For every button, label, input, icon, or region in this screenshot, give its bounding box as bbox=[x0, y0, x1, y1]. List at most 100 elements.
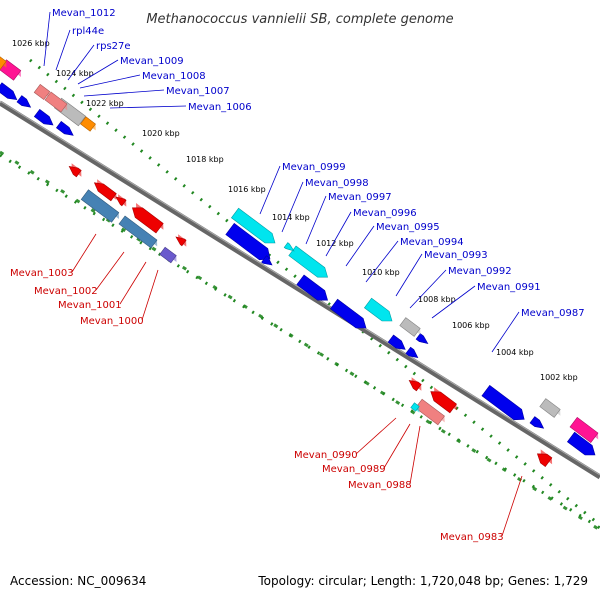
scale-tick-label: 1020 kbp bbox=[142, 129, 180, 138]
gene-block bbox=[363, 297, 393, 322]
outer-tick-track bbox=[29, 58, 600, 527]
gene-block bbox=[566, 431, 596, 456]
forward-leader bbox=[77, 59, 119, 85]
forward-leader bbox=[431, 285, 476, 319]
gene-block bbox=[399, 317, 421, 337]
reverse-leader bbox=[383, 423, 411, 469]
gene-block bbox=[283, 242, 295, 252]
map-title: Methanococcus vannielii SB, complete gen… bbox=[146, 12, 453, 27]
gene-block bbox=[118, 215, 158, 249]
backbone-line bbox=[0, 100, 600, 480]
reverse-leader bbox=[501, 475, 523, 537]
reverse-gene-label: Mevan_1003 bbox=[10, 268, 74, 279]
scale-tick-label: 1014 kbp bbox=[272, 213, 310, 222]
forward-leader bbox=[395, 253, 423, 297]
forward-gene-label: Mevan_0992 bbox=[448, 266, 512, 277]
gene-block bbox=[296, 274, 329, 301]
scale-tick-label: 1004 kbp bbox=[496, 348, 534, 357]
reverse-gene-label: Mevan_1002 bbox=[34, 286, 98, 297]
forward-gene-label: Mevan_0995 bbox=[376, 222, 440, 233]
forward-gene-label: Mevan_1006 bbox=[188, 102, 252, 113]
gene-block bbox=[261, 255, 273, 266]
gene-block bbox=[33, 83, 51, 101]
scale-ticks: 1026 kbp 1024 kbp 1022 kbp 1020 kbp 1018 kbp… bbox=[12, 39, 578, 382]
gene-block bbox=[0, 56, 7, 70]
forward-gene-label: Mevan_1012 bbox=[52, 8, 116, 19]
scale-tick-label: 1002 kbp bbox=[540, 373, 578, 382]
scale-tick-label: 1010 kbp bbox=[362, 268, 400, 277]
gene-block bbox=[529, 416, 545, 429]
gene-block bbox=[44, 91, 68, 113]
forward-gene-label: Mevan_0996 bbox=[353, 208, 417, 219]
gene-block bbox=[539, 398, 561, 418]
gene-block bbox=[387, 334, 406, 350]
gene-block bbox=[175, 234, 187, 247]
gene-block bbox=[481, 384, 525, 421]
forward-leader bbox=[259, 165, 281, 215]
forward-leader bbox=[305, 195, 327, 245]
gene-block bbox=[329, 298, 367, 329]
forward-gene-label: Mevan_0987 bbox=[521, 308, 585, 319]
forward-gene-label: Mevan_1009 bbox=[120, 56, 184, 67]
gene-block bbox=[415, 333, 429, 345]
inner-tick-track bbox=[0, 153, 600, 530]
forward-gene-label: Mevan_0993 bbox=[424, 250, 488, 261]
reverse-gene-label: Mevan_1000 bbox=[80, 316, 144, 327]
gene-block bbox=[55, 120, 74, 136]
gene-block bbox=[410, 402, 420, 413]
gene-labels: Mevan_1012rpl44erps27eMevan_1009Mevan_10… bbox=[10, 8, 585, 543]
gene-features bbox=[0, 56, 599, 468]
reverse-gene-label: Mevan_0989 bbox=[322, 464, 386, 475]
gene-block bbox=[33, 108, 54, 126]
scale-tick-label: 1026 kbp bbox=[12, 39, 50, 48]
forward-leader bbox=[109, 105, 187, 109]
reverse-leader bbox=[355, 417, 397, 455]
forward-gene-label: Mevan_0991 bbox=[477, 282, 541, 293]
reverse-leader bbox=[141, 269, 159, 321]
gene-block bbox=[159, 246, 177, 264]
forward-gene-label: Mevan_0997 bbox=[328, 192, 392, 203]
gene-block bbox=[536, 449, 553, 468]
forward-gene-label: Mevan_0994 bbox=[400, 237, 464, 248]
scale-tick-label: 1018 kbp bbox=[186, 155, 224, 164]
forward-leader bbox=[365, 240, 399, 283]
scale-tick-label: 1022 kbp bbox=[86, 99, 124, 108]
reverse-gene-label: Mevan_0988 bbox=[348, 480, 412, 491]
forward-leader bbox=[345, 225, 375, 267]
gene-block bbox=[93, 179, 117, 202]
reverse-leader bbox=[71, 233, 97, 273]
gene-block bbox=[288, 245, 329, 278]
gene-block bbox=[16, 95, 32, 108]
gene-block bbox=[80, 116, 96, 132]
gene-block bbox=[68, 163, 82, 178]
forward-gene-label: Mevan_1007 bbox=[166, 86, 230, 97]
gene-block bbox=[80, 189, 120, 223]
scale-tick-label: 1024 kbp bbox=[56, 69, 94, 78]
forward-leader bbox=[325, 211, 352, 257]
gene-block bbox=[569, 416, 599, 444]
tick-tracks bbox=[0, 58, 600, 532]
gene-block bbox=[230, 207, 276, 244]
gene-block bbox=[131, 203, 164, 234]
gene-block bbox=[115, 194, 127, 207]
reverse-leader bbox=[119, 261, 147, 305]
reverse-gene-label: Mevan_0990 bbox=[294, 450, 358, 461]
reverse-leader bbox=[409, 425, 421, 485]
topology-text: Topology: circular; Length: 1,720,048 bp… bbox=[258, 574, 588, 588]
label-leaders bbox=[43, 11, 523, 537]
backbone-highlight bbox=[0, 100, 600, 476]
forward-gene-label: Mevan_0999 bbox=[282, 162, 346, 173]
gene-block bbox=[405, 346, 419, 359]
reverse-gene-label: Mevan_0983 bbox=[440, 532, 504, 543]
scale-tick-label: 1008 kbp bbox=[418, 295, 456, 304]
forward-leader bbox=[281, 181, 304, 233]
accession-text: Accession: NC_009634 bbox=[10, 574, 147, 588]
forward-leader bbox=[83, 89, 165, 97]
forward-gene-label: Mevan_1008 bbox=[142, 71, 206, 82]
genome-backbone bbox=[0, 100, 600, 480]
reverse-gene-label: Mevan_1001 bbox=[58, 300, 122, 311]
forward-gene-label: rps27e bbox=[96, 41, 131, 52]
gene-block bbox=[430, 387, 457, 414]
